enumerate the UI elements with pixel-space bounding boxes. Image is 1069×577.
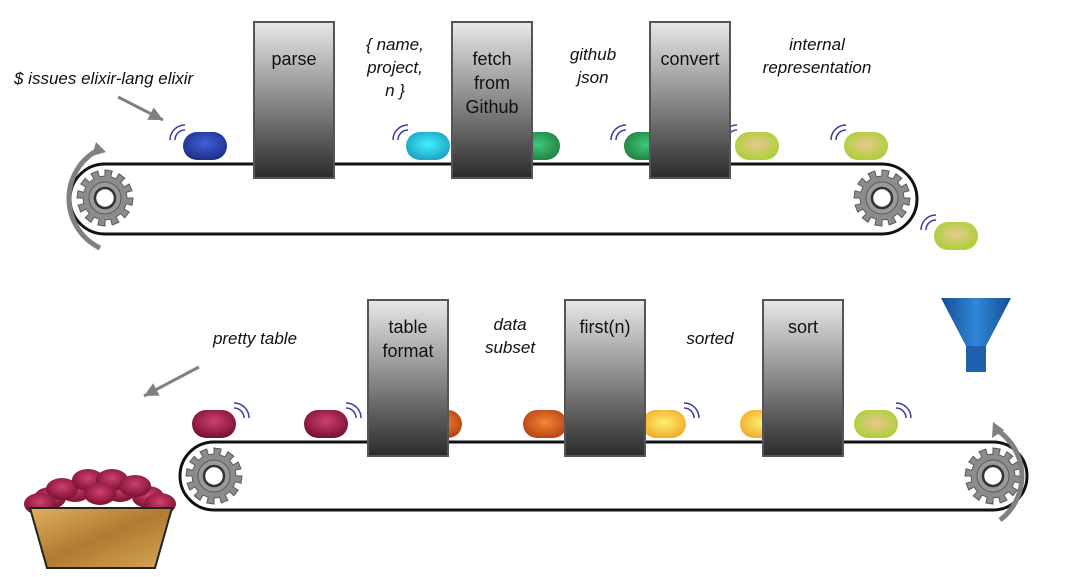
- fetch-stage-box: [451, 21, 533, 179]
- top-rotation-arrowhead-icon: [92, 142, 106, 156]
- funnel-icon: [941, 298, 1011, 372]
- top-rotation-arrow-icon: [66, 147, 102, 251]
- command-arrow-icon: [117, 95, 164, 122]
- bottom-right-gear-icon: [964, 447, 1022, 505]
- bottom-left-gear-icon: [185, 447, 243, 505]
- pill-lime2-icon: [830, 124, 888, 160]
- pill-blue-icon: [169, 124, 227, 160]
- fetch-stage-label: fetch from Github: [465, 49, 519, 117]
- convert-stage-box: [649, 21, 731, 179]
- bottom-rotation-arrow-icon: [995, 427, 1025, 522]
- first-n-stage-box: [564, 299, 646, 457]
- pill-crimson2-icon: [304, 402, 362, 438]
- output-label: pretty table: [212, 329, 298, 348]
- table-format-stage-box: [367, 299, 449, 457]
- basket-icon: [24, 469, 176, 569]
- pill-cyan-icon: [392, 124, 450, 160]
- top-left-gear-icon: [76, 169, 134, 227]
- top-right-gear-icon: [853, 169, 911, 227]
- convert-stage-label: convert: [660, 49, 720, 69]
- data-subset-label: data subset: [484, 315, 536, 357]
- output-arrow-icon: [143, 365, 200, 398]
- pill-falling-icon: [920, 214, 978, 250]
- pill-orange2-icon: [523, 410, 567, 438]
- internal-representation-label: internal representation: [762, 35, 872, 77]
- sort-stage-box: [762, 299, 844, 457]
- parse-stage-label: parse: [271, 49, 317, 69]
- pill-lime3-icon: [854, 402, 912, 438]
- first-n-stage-label: first(n): [579, 317, 631, 337]
- pill-crimson-icon: [192, 402, 250, 438]
- bottom-rotation-arrowhead-icon: [992, 422, 1004, 438]
- table-format-stage-label: table format: [382, 317, 434, 361]
- command-label: $ issues elixir-lang elixir: [14, 69, 194, 88]
- pill-yellow-icon: [642, 402, 700, 438]
- sorted-label: sorted: [686, 329, 734, 348]
- name-project-n-label: { name, project, n }: [366, 35, 424, 100]
- parse-stage-box: [253, 21, 335, 179]
- sort-stage-label: sort: [787, 317, 818, 337]
- github-json-label: github json: [569, 45, 617, 87]
